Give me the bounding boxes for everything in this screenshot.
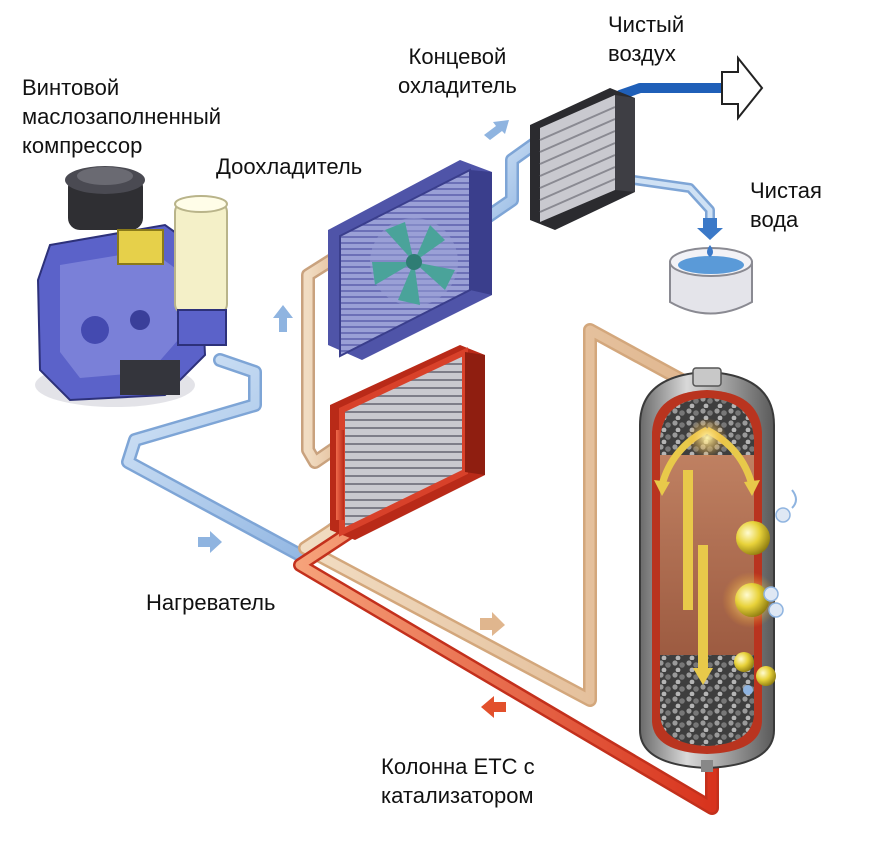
label-etc-column-line-1: Колонна ЕТС с: [381, 754, 535, 779]
heater-unit: [330, 345, 485, 540]
label-clean-water-line-2: вода: [750, 207, 799, 232]
clean-water-bowl: [669, 245, 753, 315]
catalyst-particles: [722, 489, 797, 695]
label-final-cooler: Концевой охладитель: [398, 42, 517, 100]
label-clean-air: Чистый воздух: [608, 10, 684, 68]
label-pre-aftercooler-text: Доохладитель: [216, 154, 363, 179]
label-compressor-line-3: компрессор: [22, 133, 143, 158]
label-final-cooler-line-2: охладитель: [398, 73, 517, 98]
label-clean-air-line-1: Чистый: [608, 12, 685, 37]
label-pre-aftercooler: Доохладитель: [216, 152, 362, 181]
screw-compressor: [35, 166, 228, 407]
flow-arrow-heater-inlet-icon: [198, 531, 222, 553]
pre-aftercooler-unit: [328, 160, 492, 360]
flow-arrow-hot-icon: [481, 696, 506, 718]
label-heater: Нагреватель: [146, 588, 275, 617]
pipe-clean-air: [615, 83, 727, 100]
label-clean-air-line-2: воздух: [608, 41, 676, 66]
etc-catalyst-column: [639, 367, 775, 772]
label-final-cooler-line-1: Концевой: [408, 44, 507, 69]
flow-arrow-warm-icon: [480, 612, 505, 636]
flow-arrow-up-doocooler-icon: [273, 305, 293, 332]
clean-air-outlet-arrow-icon: [721, 55, 764, 121]
water-drop-arrow-icon: [697, 218, 723, 240]
flow-arrow-up-final-icon: [484, 120, 509, 140]
label-heater-text: Нагреватель: [146, 590, 276, 615]
label-etc-column-line-2: катализатором: [381, 783, 534, 808]
label-clean-water: Чистая вода: [750, 176, 822, 234]
label-etc-column: Колонна ЕТС с катализатором: [381, 752, 535, 810]
label-compressor-line-1: Винтовой: [22, 75, 120, 100]
fan-icon: [370, 218, 458, 306]
label-compressor-line-2: маслозаполненный: [22, 104, 222, 129]
label-compressor: Винтовой маслозаполненный компрессор: [22, 73, 221, 160]
label-clean-water-line-1: Чистая: [750, 178, 822, 203]
final-cooler-unit: [530, 88, 635, 230]
